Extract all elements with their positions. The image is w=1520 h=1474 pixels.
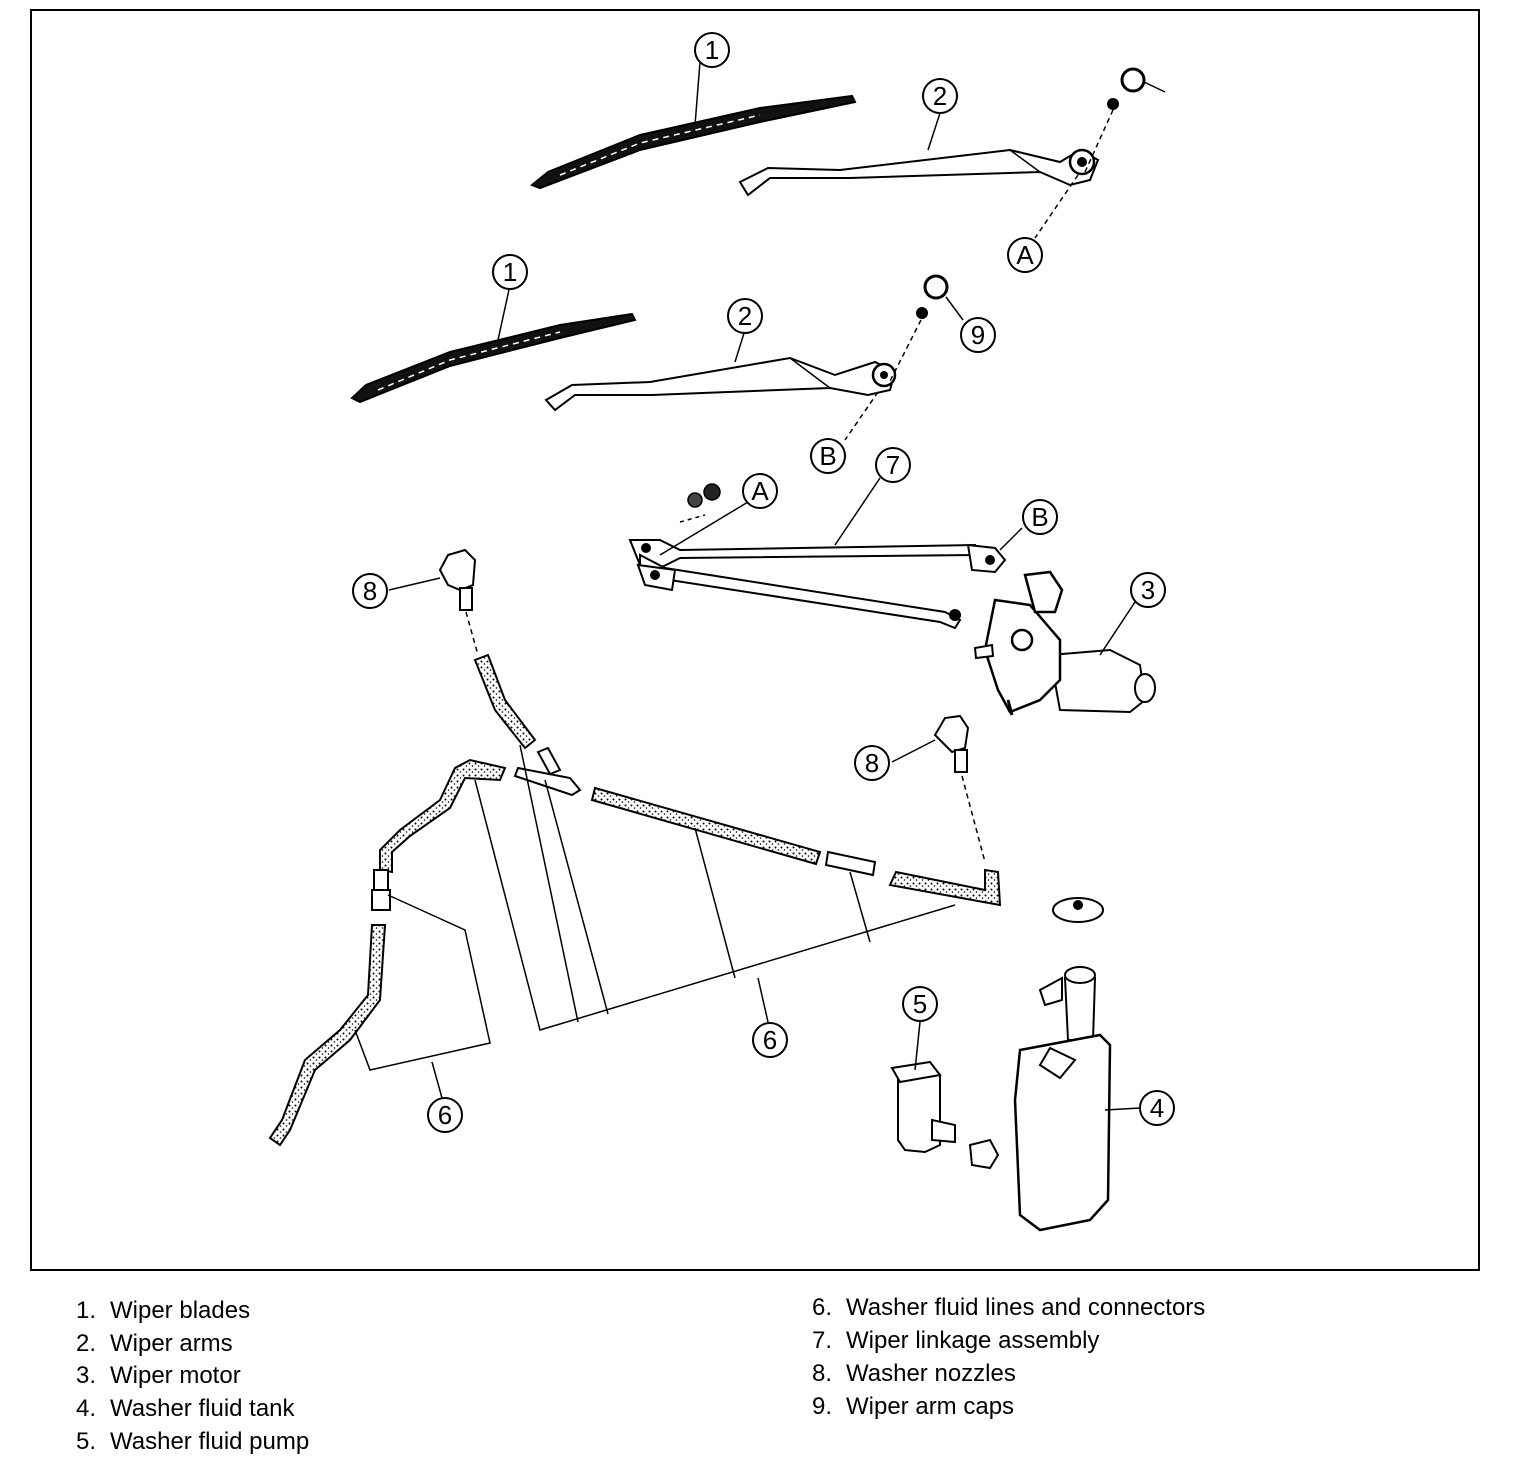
diagram-frame	[30, 9, 1480, 1271]
wiper-blade-lower	[350, 312, 637, 404]
callout-6-left: 6	[427, 1097, 463, 1133]
callout-1-upper: 1	[694, 32, 730, 68]
callout-3: 3	[1130, 572, 1166, 608]
callout-2-lower: 2	[727, 298, 763, 334]
legend-item-7: 7. Wiper linkage assembly	[786, 1327, 1099, 1355]
wiper-arm-lower	[544, 356, 897, 412]
callout-b-lower: B	[810, 438, 846, 474]
callout-b-linkage: B	[1022, 499, 1058, 535]
wiper-linkage-assembly	[628, 483, 1007, 630]
callout-a-linkage: A	[742, 473, 778, 509]
callout-9: 9	[960, 317, 996, 353]
svg-text:2: 2	[933, 81, 947, 111]
svg-text:A: A	[751, 476, 769, 506]
legend-label: Washer fluid lines and connectors	[846, 1294, 1206, 1321]
callout-2-upper: 2	[922, 78, 958, 114]
legend-label: Washer nozzles	[846, 1360, 1016, 1387]
callout-a-upper: A	[1007, 237, 1043, 273]
callout-4: 4	[1139, 1090, 1175, 1126]
washer-nozzle-right	[933, 714, 970, 773]
callout-7: 7	[875, 447, 911, 483]
arm-cap-upper	[1107, 67, 1166, 110]
svg-text:3: 3	[1141, 575, 1155, 605]
svg-text:6: 6	[438, 1100, 452, 1130]
callout-6-center: 6	[752, 1022, 788, 1058]
legend-item-5: 5. Washer fluid pump	[50, 1428, 309, 1456]
legend-number: 8.	[811, 1360, 832, 1387]
washer-fluid-lines	[268, 653, 1002, 1147]
callout-5: 5	[902, 986, 938, 1022]
legend-item-6: 6. Washer fluid lines and connectors	[786, 1294, 1205, 1322]
svg-text:8: 8	[363, 576, 377, 606]
legend-label: Washer fluid pump	[110, 1428, 310, 1455]
callout-8-right: 8	[854, 745, 890, 781]
svg-text:4: 4	[1150, 1093, 1164, 1123]
svg-text:B: B	[1031, 502, 1048, 532]
legend-item-1: 1. Wiper blades	[50, 1297, 250, 1325]
legend-number: 6.	[811, 1294, 832, 1321]
legend-number: 5.	[75, 1428, 96, 1455]
arm-cap-lower	[916, 274, 949, 319]
wiper-system-exploded-diagram: 1 2 A 1 2 9 B 7	[30, 9, 1480, 1271]
svg-text:B: B	[819, 441, 836, 471]
legend-item-3: 3. Wiper motor	[50, 1362, 241, 1390]
legend-number: 1.	[75, 1297, 96, 1324]
legend-label: Wiper linkage assembly	[846, 1327, 1100, 1354]
washer-fluid-pump	[890, 1060, 1000, 1170]
legend-number: 2.	[75, 1330, 96, 1357]
svg-text:6: 6	[763, 1025, 777, 1055]
svg-text:1: 1	[503, 257, 517, 287]
legend-number: 3.	[75, 1362, 96, 1389]
legend-label: Wiper arms	[110, 1330, 233, 1357]
callout-1-lower: 1	[492, 254, 528, 290]
legend-label: Washer fluid tank	[110, 1395, 295, 1422]
legend-number: 7.	[811, 1327, 832, 1354]
washer-nozzle-left	[438, 548, 477, 611]
svg-text:8: 8	[865, 748, 879, 778]
svg-text:1: 1	[705, 35, 719, 65]
legend-number: 4.	[75, 1395, 96, 1422]
legend-label: Wiper arm caps	[846, 1393, 1015, 1420]
svg-text:5: 5	[913, 989, 927, 1019]
legend-label: Wiper blades	[110, 1297, 251, 1324]
wiper-motor	[973, 570, 1156, 716]
legend-item-9: 9. Wiper arm caps	[786, 1393, 1014, 1421]
callout-6-leaders	[354, 744, 956, 1099]
svg-text:9: 9	[971, 320, 985, 350]
washer-fluid-tank	[1013, 897, 1112, 1232]
legend-number: 9.	[811, 1393, 832, 1420]
wiper-blade-upper	[530, 94, 857, 190]
legend-item-4: 4. Washer fluid tank	[50, 1395, 295, 1423]
legend-item-8: 8. Washer nozzles	[786, 1360, 1016, 1388]
legend-label: Wiper motor	[110, 1362, 241, 1389]
wiper-arm-upper	[738, 148, 1100, 197]
svg-text:2: 2	[738, 301, 752, 331]
callout-8-left: 8	[352, 573, 388, 609]
svg-text:A: A	[1016, 240, 1034, 270]
legend-item-2: 2. Wiper arms	[50, 1330, 233, 1358]
svg-text:7: 7	[886, 450, 900, 480]
